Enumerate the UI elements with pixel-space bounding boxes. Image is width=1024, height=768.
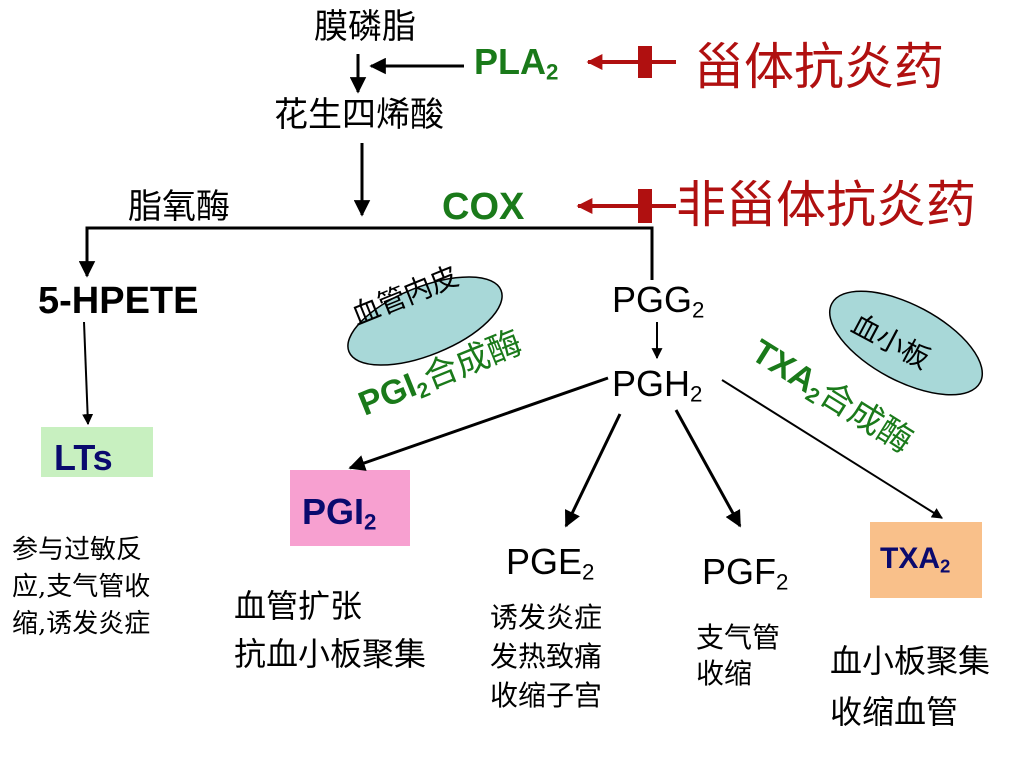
arrow-pgh2-to-pge2 bbox=[564, 413, 622, 528]
pge2-effect-line: 诱发炎症 bbox=[490, 601, 603, 634]
arrow-pgh2-to-pgf2 bbox=[674, 409, 742, 528]
arrow-pgh2-to-pgi2 bbox=[348, 376, 609, 471]
phospholipid-label: 膜磷脂 bbox=[314, 7, 416, 47]
arrow-pgh2-to-txa2 bbox=[721, 379, 943, 519]
txa2-effects: 血小板聚集 收缩血管 bbox=[830, 636, 990, 738]
pgf2-effect-line: 支气管 bbox=[696, 621, 781, 654]
pge2-effects: 诱发炎症 发热致痛 收缩子宫 bbox=[490, 598, 602, 716]
nsaid-inhibitor-symbol bbox=[576, 189, 676, 223]
txa2-effect-line: 收缩血管 bbox=[830, 693, 959, 732]
txa2-label: TXA2 bbox=[880, 542, 951, 577]
pge2-effect-line: 收缩子宫 bbox=[490, 679, 603, 713]
lts-effects: 参与过敏反 应,支气管收 缩,诱发炎症 bbox=[12, 532, 150, 643]
pgf2-effect-line: 收缩 bbox=[696, 657, 753, 691]
pgf2-label: PGF2 bbox=[702, 551, 789, 595]
pla2-label: PLA2 bbox=[474, 41, 559, 85]
steroidal-drug-label: 甾体抗炎药 bbox=[694, 38, 944, 96]
pgh2-label: PGH2 bbox=[612, 363, 703, 407]
pgf2-effects: 支气管 收缩 bbox=[696, 620, 780, 693]
pgi2-effect-line: 抗血小板聚集 bbox=[234, 635, 427, 673]
lts-box bbox=[41, 427, 153, 477]
pgi2-effects: 血管扩张 抗血小板聚集 bbox=[234, 582, 426, 678]
pgg2-label: PGG2 bbox=[612, 279, 705, 323]
steroid-inhibitor-symbol bbox=[586, 46, 676, 78]
endothelium-ellipse bbox=[347, 276, 503, 366]
txa2-box bbox=[870, 522, 982, 598]
lts-effect-line: 参与过敏反 bbox=[12, 535, 143, 565]
pge2-effect-line: 发热致痛 bbox=[490, 640, 603, 674]
pgi2-box bbox=[290, 470, 410, 546]
lipoxygenase-label: 脂氧酶 bbox=[128, 187, 230, 227]
pgi2-effect-line: 血管扩张 bbox=[234, 587, 363, 625]
lts-effect-line: 缩,诱发炎症 bbox=[12, 608, 151, 639]
lts-label: LTs bbox=[54, 437, 113, 478]
hpete-label: 5-HPETE bbox=[38, 280, 199, 322]
lts-effect-line: 应,支气管收 bbox=[12, 571, 151, 602]
nonsteroidal-drug-label: 非甾体抗炎药 bbox=[676, 176, 976, 234]
branch-line bbox=[85, 226, 654, 280]
arrow-hpete-to-lts bbox=[82, 321, 94, 426]
txa2-effect-line: 血小板聚集 bbox=[830, 642, 991, 680]
cox-label: COX bbox=[442, 186, 525, 228]
platelet-ellipse bbox=[828, 290, 984, 396]
pgi2-label: PGI2 bbox=[302, 491, 377, 535]
arachidonic-acid-label: 花生四烯酸 bbox=[274, 95, 444, 135]
pge2-label: PGE2 bbox=[506, 541, 595, 585]
